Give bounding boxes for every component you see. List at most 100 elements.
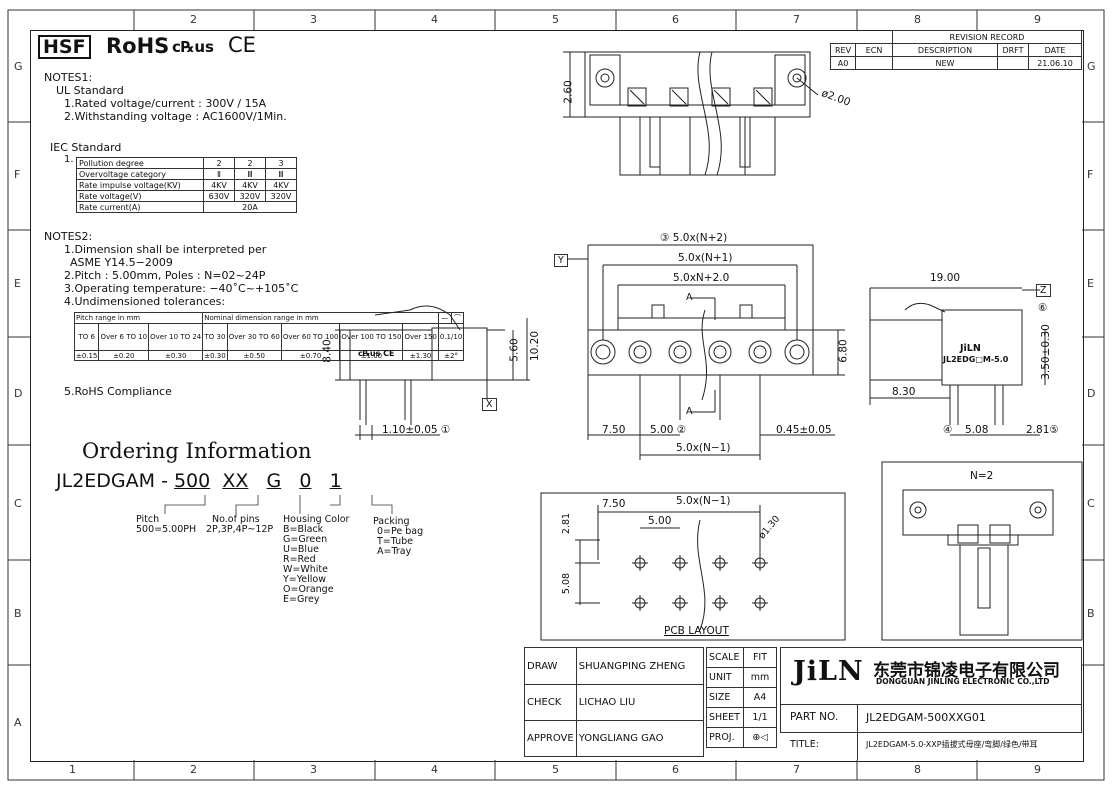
- right-view: [869, 287, 1046, 436]
- dim-260: 2.60: [562, 80, 575, 104]
- row-label: B: [14, 607, 22, 620]
- row-label: D: [14, 387, 23, 400]
- iec-standard: IEC Standard: [50, 141, 122, 154]
- col-label: 4: [431, 763, 438, 776]
- company-name-cn: 东莞市锦凌电子有限公司: [873, 661, 1060, 681]
- pcb-dim-500: 5.00: [648, 515, 672, 527]
- company-box: [780, 647, 1082, 705]
- ul-standard: UL Standard: [56, 84, 124, 97]
- company-logo: JiLN: [793, 656, 864, 687]
- pcb-holes: [632, 519, 768, 631]
- pcb-layout: [540, 492, 846, 641]
- datum-x: X: [482, 398, 497, 411]
- dim-1900: 19.00: [930, 272, 961, 284]
- company-name-en: DONGGUAN JINLING ELECTRONIC CO.,LTD: [876, 677, 1050, 686]
- front-view: [568, 244, 845, 460]
- ce-logo: CE: [228, 33, 256, 57]
- housing-model: JL2EDG□M-5.0: [943, 355, 1009, 364]
- col-label: 9: [1034, 13, 1041, 26]
- row-label: C: [14, 497, 22, 510]
- dim-500: 5.00 ②: [650, 424, 687, 436]
- top-view: [563, 51, 819, 176]
- row-label: B: [1087, 607, 1095, 620]
- dim-n20: 5.0xN+2.0: [673, 272, 730, 284]
- rohs-logo: RoHS: [106, 34, 170, 58]
- col-label: 1: [69, 763, 76, 776]
- dim-045: 0.45±0.05: [776, 424, 832, 436]
- row-label: F: [14, 168, 21, 181]
- pcb-dim-n1: 5.0x(N−1): [676, 495, 731, 507]
- dim-110: 1.10±0.05 ①: [382, 424, 451, 436]
- col-label: 3: [310, 763, 317, 776]
- iec-num: 1.: [64, 154, 74, 165]
- row-label: A: [14, 716, 22, 729]
- housing-brand: JiLN: [960, 343, 981, 354]
- col-label: 9: [1034, 763, 1041, 776]
- col-label: 6: [672, 763, 679, 776]
- col-label: 6: [672, 13, 679, 26]
- col-label: 5: [552, 763, 559, 776]
- col-label: 5: [552, 13, 559, 26]
- callout-4: ④: [943, 424, 953, 436]
- dim-nm1: 5.0x(N−1): [676, 442, 731, 454]
- col-label: 8: [914, 13, 921, 26]
- datum-y: Y: [554, 254, 568, 267]
- notes1: NOTES1: UL Standard 1.Rated voltage/curr…: [44, 71, 287, 123]
- notes1-title: NOTES1:: [44, 71, 93, 84]
- pcb-layout-title: PCB LAYOUT: [664, 625, 729, 637]
- callout-6: ⑥: [1038, 302, 1048, 314]
- rohs-compliance: 5.RoHS Compliance: [64, 385, 172, 398]
- n2-label: N=2: [970, 470, 994, 482]
- part-no-value: JL2EDGAM-500XXG01: [866, 711, 986, 724]
- dim-830: 8.30: [892, 386, 916, 398]
- dim-1020: 10.20: [529, 330, 542, 362]
- ul-logo: c℞us: [172, 38, 214, 56]
- col-label: 7: [793, 13, 800, 26]
- pcb-dim-281: 2.81: [561, 512, 573, 535]
- dim-281: 2.81⑤: [1026, 424, 1059, 436]
- dim-680: 6.80: [837, 339, 850, 363]
- row-label: E: [1087, 277, 1094, 290]
- dim-560: 5.60: [508, 338, 521, 362]
- col-label: 2: [190, 763, 197, 776]
- col-label: 8: [914, 763, 921, 776]
- drawing-frame: [30, 30, 1084, 762]
- section-a-bottom: A: [686, 406, 693, 417]
- row-label: D: [1087, 387, 1096, 400]
- dim-n1: 5.0x(N+1): [678, 252, 733, 264]
- ordering-code: JL2EDGAM - 500 XX G 0 1: [56, 470, 342, 492]
- title-label: TITLE:: [790, 739, 819, 750]
- row-label: G: [14, 60, 23, 73]
- row-label: G: [1087, 60, 1096, 73]
- dim-508: 5.08: [965, 424, 989, 436]
- pcb-dim-508: 5.08: [561, 572, 573, 595]
- dim-n2: ③ 5.0x(N+2): [660, 232, 728, 244]
- row-label: E: [14, 277, 21, 290]
- col-label: 4: [431, 13, 438, 26]
- part-no-label: PART NO.: [790, 711, 839, 723]
- ordering-title: Ordering Information: [82, 439, 312, 463]
- dim-750: 7.50: [602, 424, 626, 436]
- col-label: 7: [793, 763, 800, 776]
- part-row: [780, 705, 1082, 733]
- row-label: C: [1087, 497, 1095, 510]
- row-label: F: [1087, 168, 1094, 181]
- col-label: 3: [310, 13, 317, 26]
- side-ul-mark: c℞us CE: [358, 349, 395, 358]
- pcb-dim-750: 7.50: [602, 498, 626, 510]
- title-value: JL2EDGAM-5.0-XXP插拔式母座/弯脚/绿色/带耳: [866, 740, 1038, 749]
- ul-rating: 1.Rated voltage/current : 300V / 15A: [64, 97, 267, 110]
- n2-view: [902, 489, 1054, 636]
